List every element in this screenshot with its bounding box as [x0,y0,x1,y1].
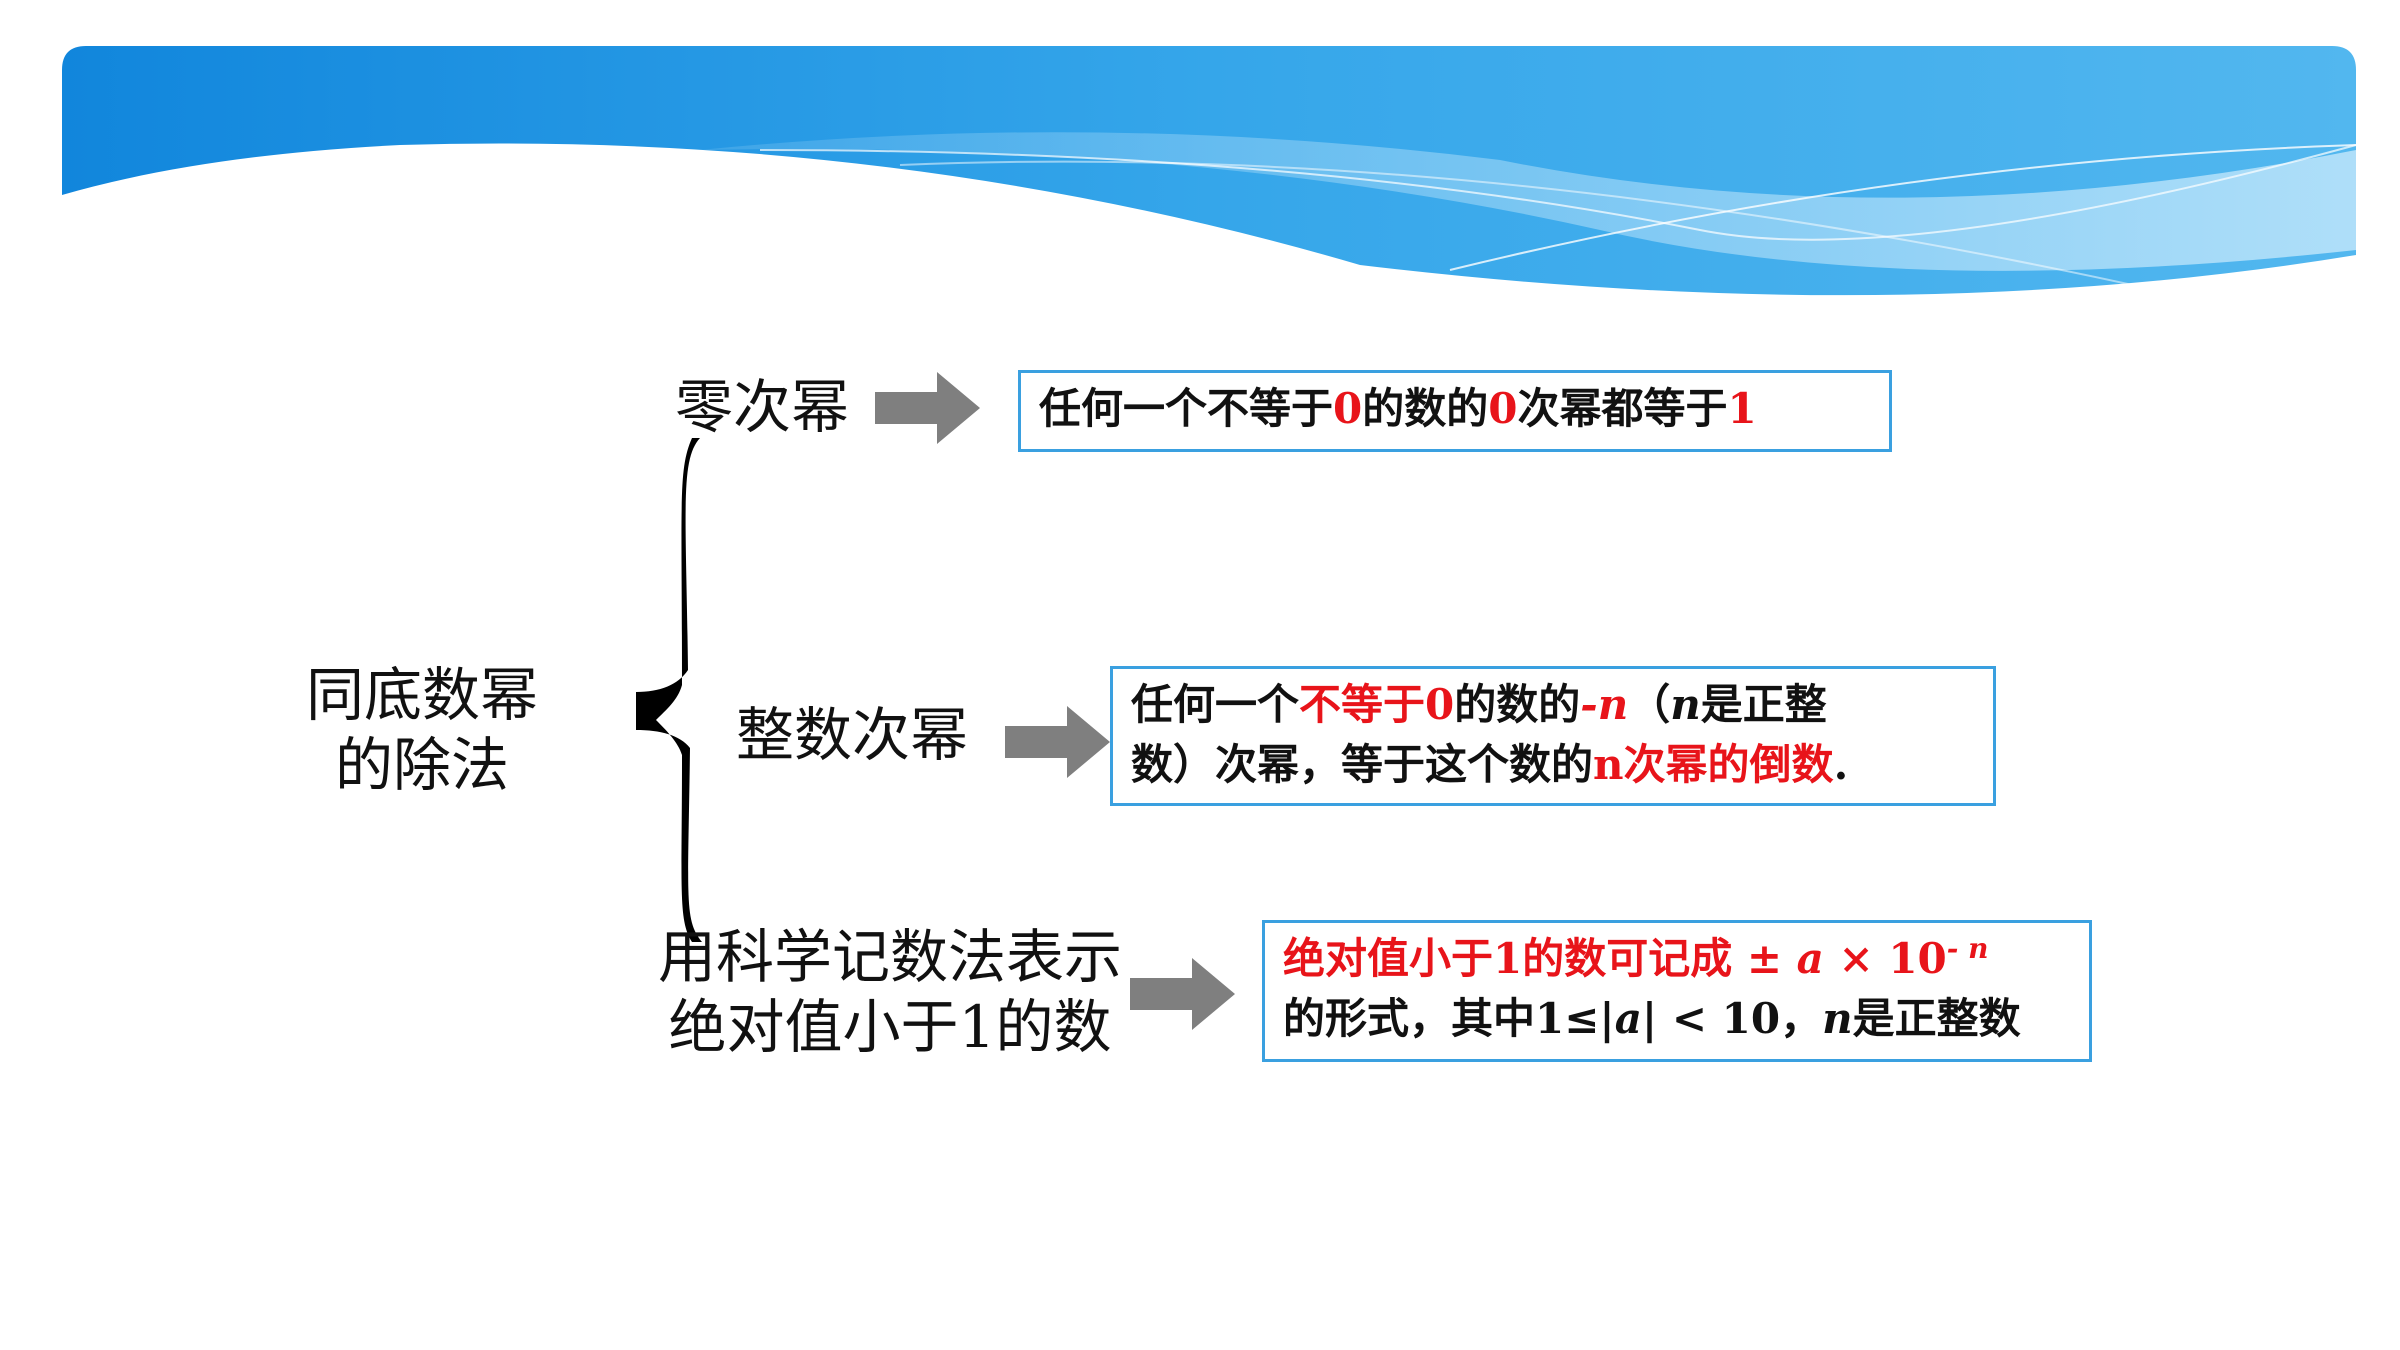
box2-text: 任何一个 [1131,680,1300,729]
box3-text: 是正整数 [1852,994,2021,1043]
box1-zero: 0 [1488,384,1518,433]
box3-line-2: 的形式，其中1≤|a| < 10，n是正整数 [1283,989,2071,1049]
branch-3-line-2: 绝对值小于1的数 [668,993,1112,1061]
box1-text: 任何一个不等于 [1039,384,1334,433]
main-topic-label: 同底数幂 的除法 [272,660,572,800]
box3-var-a: a [1614,994,1642,1043]
branch-integer-power-label: 整数次幂 [735,701,968,769]
main-topic-line-1: 同底数幂 [305,661,538,729]
box3-exponent: - n [1946,932,1989,965]
box3-red-text: × 10 [1823,934,1947,983]
scientific-notation-definition-box: 绝对值小于1的数可记成 ± a × 10- n 的形式，其中1≤|a| < 10… [1262,920,2092,1062]
arrow-right-icon [1005,706,1110,778]
box1-text: 次幂都等于 [1517,384,1728,433]
branch-zero-power-label: 零次幂 [674,373,849,441]
box3-red-text: 绝对值小于1的数可记成 ± [1283,934,1797,983]
box2-red-text: n次幂的倒数 [1593,740,1834,789]
branch-3-line-1: 用科学记数法表示 [657,923,1122,991]
branch-scientific-notation-label: 用科学记数法表示 绝对值小于1的数 [640,922,1140,1062]
box3-text: 的形式，其中1≤| [1283,994,1615,1043]
box2-text: 数）次幂，等于这个数的 [1131,740,1594,789]
box3-var-a: a [1796,934,1824,983]
zero-power-definition-box: 任何一个不等于0的数的0次幂都等于1 [1018,370,1892,452]
box1-one: 1 [1727,384,1757,433]
box3-line-1: 绝对值小于1的数可记成 ± a × 10- n [1283,929,2071,989]
box2-line-2: 数）次幂，等于这个数的n次幂的倒数. [1131,735,1975,795]
integer-power-definition-box: 任何一个不等于0的数的-n（n是正整 数）次幂，等于这个数的n次幂的倒数. [1110,666,1996,806]
curly-brace [636,438,702,942]
box3-text: | < 10， [1641,994,1823,1043]
arrow-right-icon [1130,958,1235,1030]
box2-n: n [1670,680,1701,729]
header-wave-banner [62,46,2357,301]
main-topic-line-2: 的除法 [334,731,509,799]
box2-text: 的数的 [1454,680,1581,729]
box2-line-1: 任何一个不等于0的数的-n（n是正整 [1131,675,1975,735]
box2-period: . [1833,740,1849,789]
box2-red-text: 不等于0 [1299,680,1455,729]
box1-zero: 0 [1333,384,1363,433]
box3-var-n: n [1822,994,1853,1043]
box2-text: 是正整 [1700,680,1827,729]
box2-neg-n: -n [1580,680,1629,729]
arrow-right-icon [875,372,980,444]
box1-text: 的数的 [1362,384,1489,433]
box2-paren: （ [1628,680,1671,729]
